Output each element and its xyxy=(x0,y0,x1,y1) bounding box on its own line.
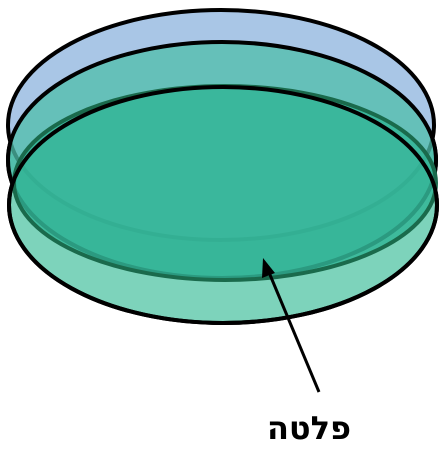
plate-label: פלטה xyxy=(254,408,364,448)
plate-surface xyxy=(14,86,436,280)
